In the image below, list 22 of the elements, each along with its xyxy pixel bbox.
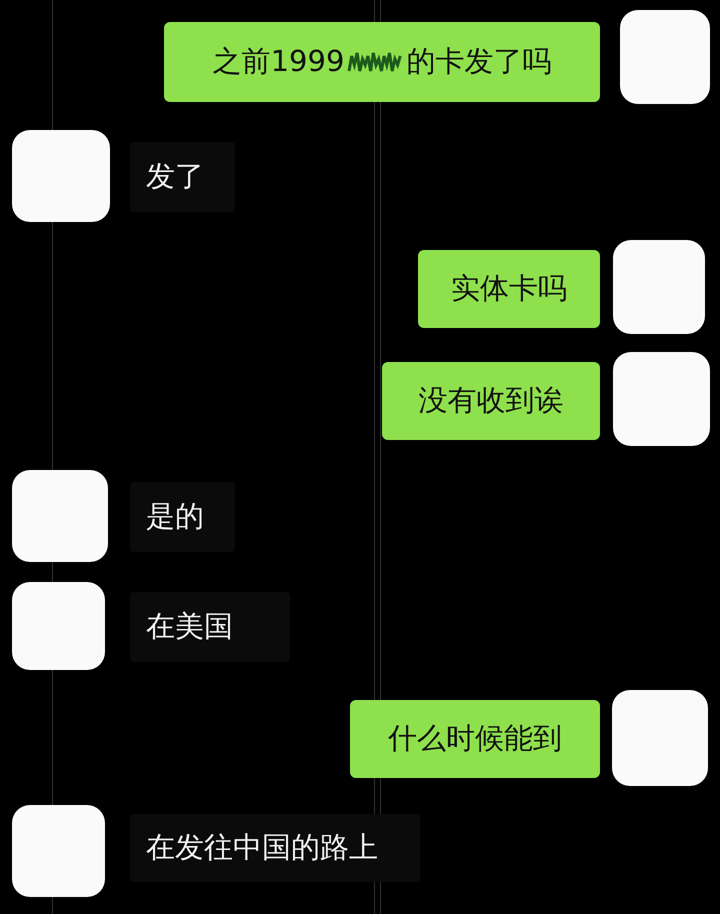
avatar-placeholder xyxy=(620,10,710,104)
chat-bubble xyxy=(350,700,600,778)
avatar-placeholder xyxy=(613,240,705,334)
avatar-placeholder xyxy=(613,352,710,446)
chat-bubble xyxy=(418,250,600,328)
message-text: 发了 xyxy=(146,158,204,195)
message-text: 的卡发了吗 xyxy=(406,43,552,80)
message-text: 什么时候能到 xyxy=(388,720,562,757)
message-text: 是的 xyxy=(146,498,204,535)
chat-bubble xyxy=(130,814,420,882)
avatar-placeholder xyxy=(12,805,105,897)
message-text: 没有收到诶 xyxy=(418,382,564,419)
message-text: 在发往中国的路上 xyxy=(146,829,378,866)
message-text: 实体卡吗 xyxy=(451,270,567,307)
chat-bubble xyxy=(164,22,600,102)
avatar-placeholder xyxy=(12,130,110,222)
chat-bubble xyxy=(382,362,600,440)
avatar-placeholder xyxy=(12,582,105,670)
message-text: 在美国 xyxy=(146,608,233,645)
avatar-placeholder xyxy=(612,690,708,786)
avatar-placeholder xyxy=(12,470,108,562)
message-text: 之前1999 xyxy=(212,43,344,80)
